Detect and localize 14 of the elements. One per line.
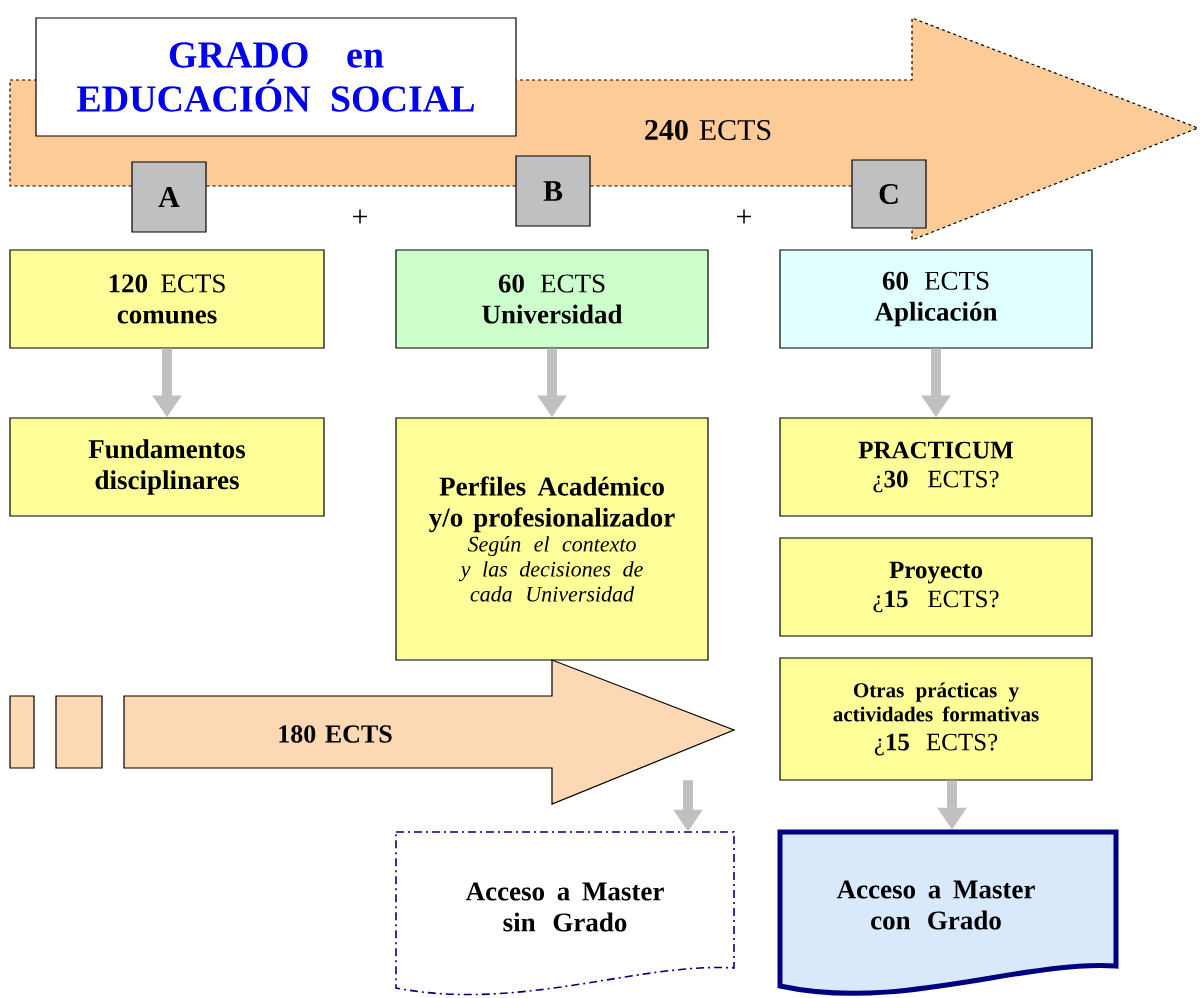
module-box: Proyecto ¿15 ECTS? [779, 537, 1093, 637]
module-box: PRACTICUM ¿30 ECTS? [779, 417, 1093, 517]
module-box: Fundamentos disciplinares [9, 417, 325, 517]
letter-square: B [515, 155, 591, 227]
module-box: Perfiles Académico y/o profesionalizador Según el contexto y las decisiones de cada Universidad [395, 417, 709, 661]
title-box: GRADO en EDUCACIÓN SOCIAL [35, 17, 517, 137]
plus-sign: + [353, 209, 367, 224]
ects-box: 60 ECTS Universidad [395, 249, 709, 349]
letter-square: A [131, 161, 207, 233]
plus-sign: + [737, 209, 751, 224]
module-box: Otras prácticas y actividades formativas ¿15 ECTS? [779, 657, 1093, 781]
ects-box: 60 ECTS Aplicación [779, 249, 1093, 349]
letter-square: C [851, 159, 927, 229]
ects-box: 120 ECTS comunes [9, 249, 325, 349]
